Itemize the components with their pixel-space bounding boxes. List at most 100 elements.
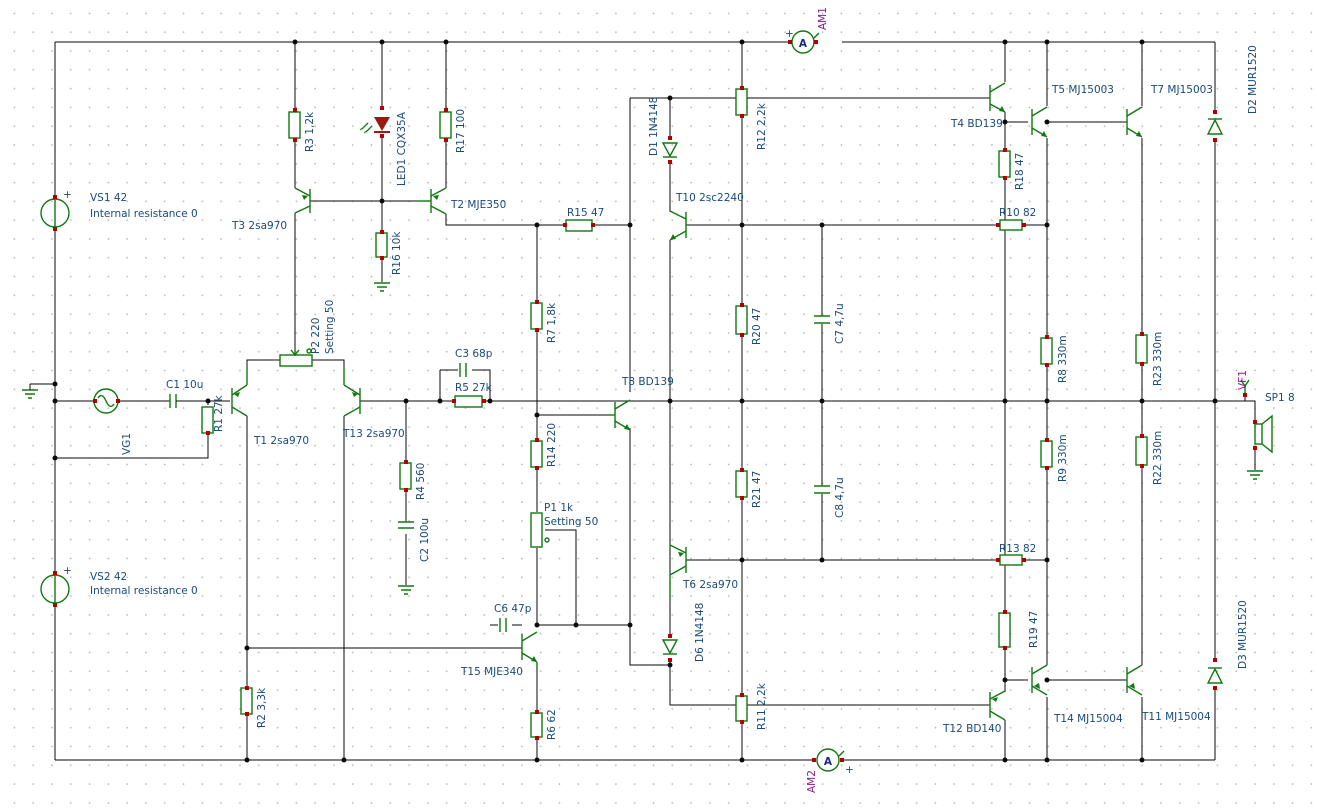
resistor-r13[interactable]: [999, 554, 1023, 566]
resistor-r7[interactable]: [530, 302, 543, 330]
label-r2: R2 3,3k: [256, 687, 268, 728]
diode-d3-icon[interactable]: [1206, 667, 1224, 684]
transistor-t1-icon[interactable]: [231, 368, 248, 417]
signal-generator-vg1[interactable]: [93, 388, 119, 414]
label-t5: T5 MJ15003: [1051, 84, 1114, 96]
capacitor-c7[interactable]: [814, 315, 830, 324]
resistor-r21[interactable]: [735, 470, 748, 498]
voltage-source-vs2[interactable]: +: [40, 565, 72, 604]
resistor-r17[interactable]: [439, 111, 452, 139]
resistor-r23[interactable]: [1135, 334, 1148, 364]
diode-d6-icon[interactable]: [661, 639, 679, 655]
resistor-r6[interactable]: [530, 712, 543, 738]
label-c1: C1 10u: [166, 379, 203, 391]
label-t2: T2 MJE350: [450, 199, 506, 211]
label-t12: T12 BD140: [942, 723, 1001, 735]
capacitor-c2[interactable]: [398, 521, 414, 529]
transistor-t2-icon[interactable]: [418, 187, 447, 215]
transistor-t5-icon[interactable]: [1031, 106, 1048, 138]
resistor-r9[interactable]: [1040, 440, 1053, 468]
resistor-r16[interactable]: [375, 232, 388, 258]
transistor-t7-icon[interactable]: [1126, 106, 1143, 138]
label-r7: R7 1,8k: [546, 302, 558, 343]
resistor-r3[interactable]: [288, 111, 301, 139]
voltage-source-vs1[interactable]: +: [40, 189, 72, 228]
ammeter-am2[interactable]: A +: [816, 748, 854, 776]
am1-plus-sign: +: [785, 28, 794, 40]
resistor-r4[interactable]: [399, 462, 412, 490]
label-r12: R12 2,2k: [756, 102, 768, 150]
label-r5: R5 27k: [455, 382, 493, 394]
transistor-t13-icon[interactable]: [343, 368, 361, 417]
label-p1-setting: Setting 50: [544, 516, 598, 528]
transistor-t3-icon[interactable]: [294, 187, 311, 214]
resistor-r1[interactable]: [201, 406, 214, 434]
label-t10: T10 2sc2240: [675, 192, 744, 204]
label-r17: R17 100: [455, 109, 467, 153]
resistor-r18[interactable]: [998, 150, 1011, 178]
label-c3: C3 68p: [455, 348, 493, 360]
transistor-t10-icon[interactable]: [669, 210, 687, 241]
label-r3: R3 1,2k: [304, 111, 316, 152]
transistor-t4-icon[interactable]: [989, 82, 1006, 113]
diode-d1-icon[interactable]: [661, 142, 679, 158]
label-vs1-resistance: Internal resistance 0: [90, 208, 198, 220]
label-r15: R15 47: [567, 207, 604, 219]
label-r14: R14 220: [546, 423, 558, 467]
label-d2: D2 MUR1520: [1247, 45, 1259, 114]
label-r20: R20 47: [751, 308, 763, 345]
label-t1: T1 2sa970: [253, 435, 309, 447]
label-vf1: VF1: [1237, 370, 1249, 390]
wires: [30, 41, 1256, 761]
label-r13: R13 82: [999, 543, 1036, 555]
resistor-r22[interactable]: [1135, 436, 1148, 466]
label-t4: T4 BD139: [950, 118, 1003, 130]
label-r21: R21 47: [751, 471, 763, 508]
resistor-r14[interactable]: [530, 440, 543, 468]
resistor-r19[interactable]: [998, 612, 1011, 648]
transistor-t8-icon[interactable]: [608, 399, 631, 431]
capacitors: [169, 315, 830, 632]
label-r19: R19 47: [1028, 611, 1040, 648]
label-t8: T8 BD139: [621, 376, 674, 388]
label-sp1: SP1 8: [1265, 392, 1295, 404]
label-d1: D1 1N4148: [648, 97, 660, 156]
transistor-t6-icon[interactable]: [669, 544, 687, 600]
speaker-icon[interactable]: [1254, 414, 1273, 454]
label-p1: P1 1k: [544, 502, 574, 514]
resistor-r2[interactable]: [240, 687, 253, 715]
potentiometer-p1[interactable]: [530, 512, 543, 548]
terminal-pins: [53, 40, 1257, 762]
potentiometer-p2[interactable]: [279, 354, 313, 367]
transistor-t14-icon[interactable]: [1031, 664, 1048, 696]
led1-icon[interactable]: [360, 117, 390, 134]
label-t3: T3 2sa970: [231, 220, 287, 232]
am1-symbol: A: [799, 38, 808, 50]
ground-symbols: [374, 282, 1263, 595]
capacitor-c8[interactable]: [814, 485, 830, 494]
resistor-r12[interactable]: [735, 88, 748, 116]
component-labels: VS1 42 Internal resistance 0 VS2 42 Inte…: [90, 7, 1295, 793]
capacitor-c3[interactable]: [459, 363, 467, 377]
am2-plus-sign: +: [845, 764, 854, 776]
resistor-r11[interactable]: [735, 695, 748, 722]
transistor-t12-icon[interactable]: [989, 690, 1006, 721]
transistor-t15-icon[interactable]: [521, 631, 538, 670]
label-p2-setting: Setting 50: [324, 300, 336, 354]
resistor-r8[interactable]: [1040, 337, 1053, 365]
label-vg1: VG1: [121, 433, 133, 455]
diode-d2-icon[interactable]: [1206, 118, 1224, 135]
label-c8: C8 4,7u: [834, 477, 846, 518]
transistors: [231, 82, 1143, 721]
label-c7: C7 4,7u: [834, 303, 846, 344]
label-d3: D3 MUR1520: [1237, 600, 1249, 669]
label-r18: R18 47: [1014, 153, 1026, 190]
resistor-r10[interactable]: [999, 219, 1023, 231]
capacitor-c6[interactable]: [499, 618, 507, 632]
capacitor-c1[interactable]: [169, 394, 188, 408]
resistor-r5[interactable]: [454, 395, 483, 408]
resistor-r20[interactable]: [735, 305, 748, 335]
transistor-t11-icon[interactable]: [1126, 664, 1143, 696]
resistor-r15[interactable]: [565, 219, 593, 232]
